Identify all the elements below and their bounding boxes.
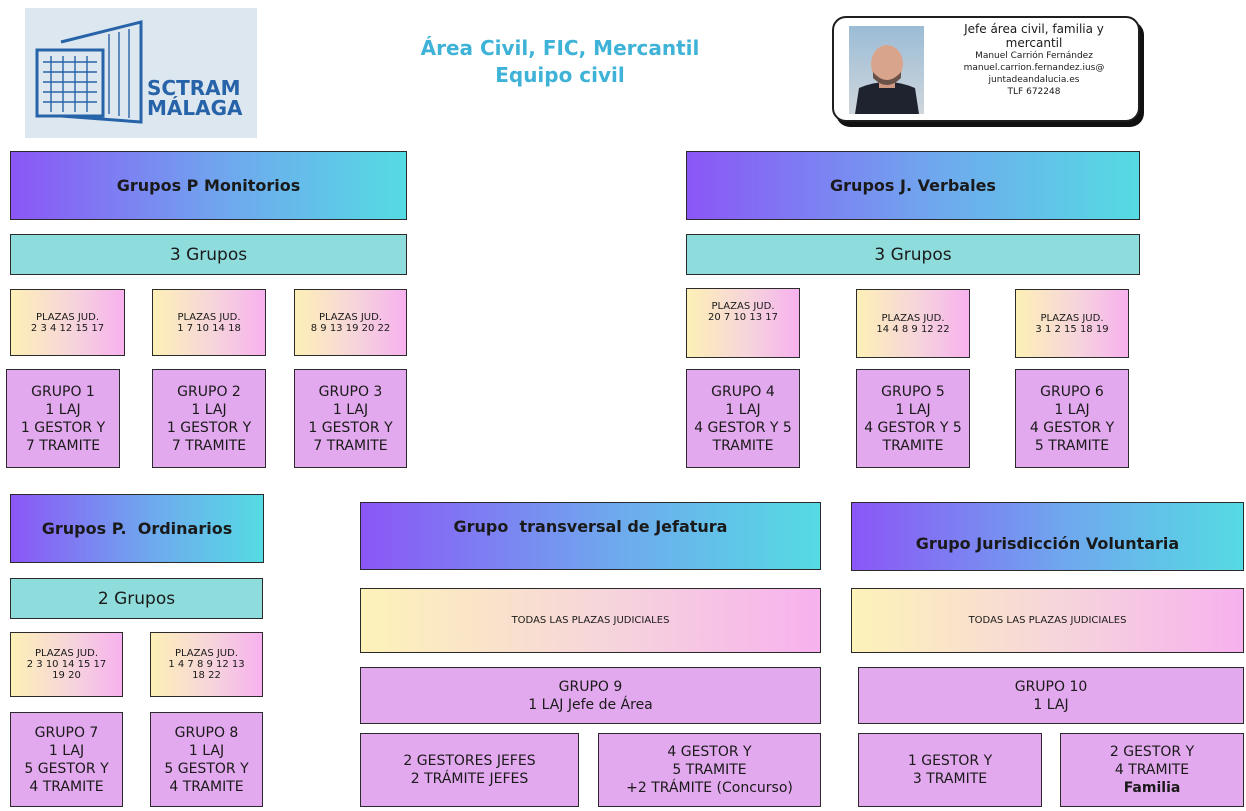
transversal-plazas: TODAS LAS PLAZAS JUDICIALES: [360, 588, 821, 653]
title-line2: Equipo civil: [495, 63, 625, 87]
contact-info: Jefe área civil, familia y mercantil Man…: [932, 22, 1136, 98]
sctram-logo: SCTRAM MÁLAGA: [25, 8, 257, 138]
grupo-2: GRUPO 2 1 LAJ 1 GESTOR Y 7 TRAMITE: [152, 369, 266, 468]
grupo-10-familia: 2 GESTOR Y 4 TRAMITE Familia: [1060, 733, 1244, 807]
voluntaria-plazas: TODAS LAS PLAZAS JUDICIALES: [851, 588, 1244, 653]
ordinarios-count: 2 Grupos: [10, 578, 263, 619]
grupo-10-familia-text: 2 GESTOR Y 4 TRAMITE: [1109, 744, 1195, 778]
grupo-1: GRUPO 1 1 LAJ 1 GESTOR Y 7 TRAMITE: [6, 369, 120, 468]
contact-phone: TLF 672248: [1007, 87, 1061, 97]
building-icon: [35, 20, 143, 124]
title-line1: Área Civil, FIC, Mercantil: [420, 36, 700, 60]
contact-card: Jefe área civil, familia y mercantil Man…: [832, 16, 1140, 122]
grupo-9-tramite: 4 GESTOR Y 5 TRAMITE +2 TRÁMITE (Concurs…: [598, 733, 821, 807]
contact-name: Manuel Carrión Fernández: [975, 51, 1093, 61]
monitorios-plazas-3: PLAZAS JUD. 8 9 13 19 20 22: [294, 289, 407, 356]
ordinarios-plazas-2: PLAZAS JUD. 1 4 7 8 9 12 13 18 22: [150, 632, 263, 697]
ordinarios-header: Grupos P. Ordinarios: [10, 494, 264, 563]
grupo-6: GRUPO 6 1 LAJ 4 GESTOR Y 5 TRAMITE: [1015, 369, 1129, 468]
grupo-10-familia-label: Familia: [1123, 780, 1181, 796]
verbales-plazas-1: PLAZAS JUD. 20 7 10 13 17: [686, 288, 800, 358]
grupo-9-jefes: 2 GESTORES JEFES 2 TRÁMITE JEFES: [360, 733, 579, 807]
transversal-header: Grupo transversal de Jefatura: [360, 502, 821, 570]
grupo-7: GRUPO 7 1 LAJ 5 GESTOR Y 4 TRAMITE: [10, 712, 123, 807]
grupo-8: GRUPO 8 1 LAJ 5 GESTOR Y 4 TRAMITE: [150, 712, 263, 807]
monitorios-plazas-2: PLAZAS JUD. 1 7 10 14 18: [152, 289, 266, 356]
grupo-3: GRUPO 3 1 LAJ 1 GESTOR Y 7 TRAMITE: [294, 369, 407, 468]
grupo-10-gestor: 1 GESTOR Y 3 TRAMITE: [858, 733, 1042, 807]
logo-line2: MÁLAGA: [147, 96, 243, 120]
monitorios-header: Grupos P Monitorios: [10, 151, 407, 220]
profile-photo: [849, 26, 924, 114]
verbales-plazas-2: PLAZAS JUD. 14 4 8 9 12 22: [856, 289, 970, 358]
verbales-plazas-3: PLAZAS JUD. 3 1 2 15 18 19: [1015, 289, 1129, 358]
contact-role: Jefe área civil, familia y mercantil: [964, 22, 1104, 50]
monitorios-plazas-1: PLAZAS JUD. 2 3 4 12 15 17: [10, 289, 125, 356]
verbales-count: 3 Grupos: [686, 234, 1140, 275]
logo-line1: SCTRAM: [147, 76, 241, 100]
grupo-5: GRUPO 5 1 LAJ 4 GESTOR Y 5 TRAMITE: [856, 369, 970, 468]
grupo-10: GRUPO 10 1 LAJ: [858, 667, 1244, 724]
page-title: Área Civil, FIC, Mercantil Equipo civil: [360, 35, 760, 89]
ordinarios-plazas-1: PLAZAS JUD. 2 3 10 14 15 17 19 20: [10, 632, 123, 697]
monitorios-count: 3 Grupos: [10, 234, 407, 275]
verbales-header: Grupos J. Verbales: [686, 151, 1140, 220]
voluntaria-header: Grupo Jurisdicción Voluntaria: [851, 502, 1244, 571]
grupo-4: GRUPO 4 1 LAJ 4 GESTOR Y 5 TRAMITE: [686, 369, 800, 468]
contact-email: manuel.carrion.fernandez.ius@ juntadeand…: [963, 63, 1105, 85]
grupo-9: GRUPO 9 1 LAJ Jefe de Área: [360, 667, 821, 724]
